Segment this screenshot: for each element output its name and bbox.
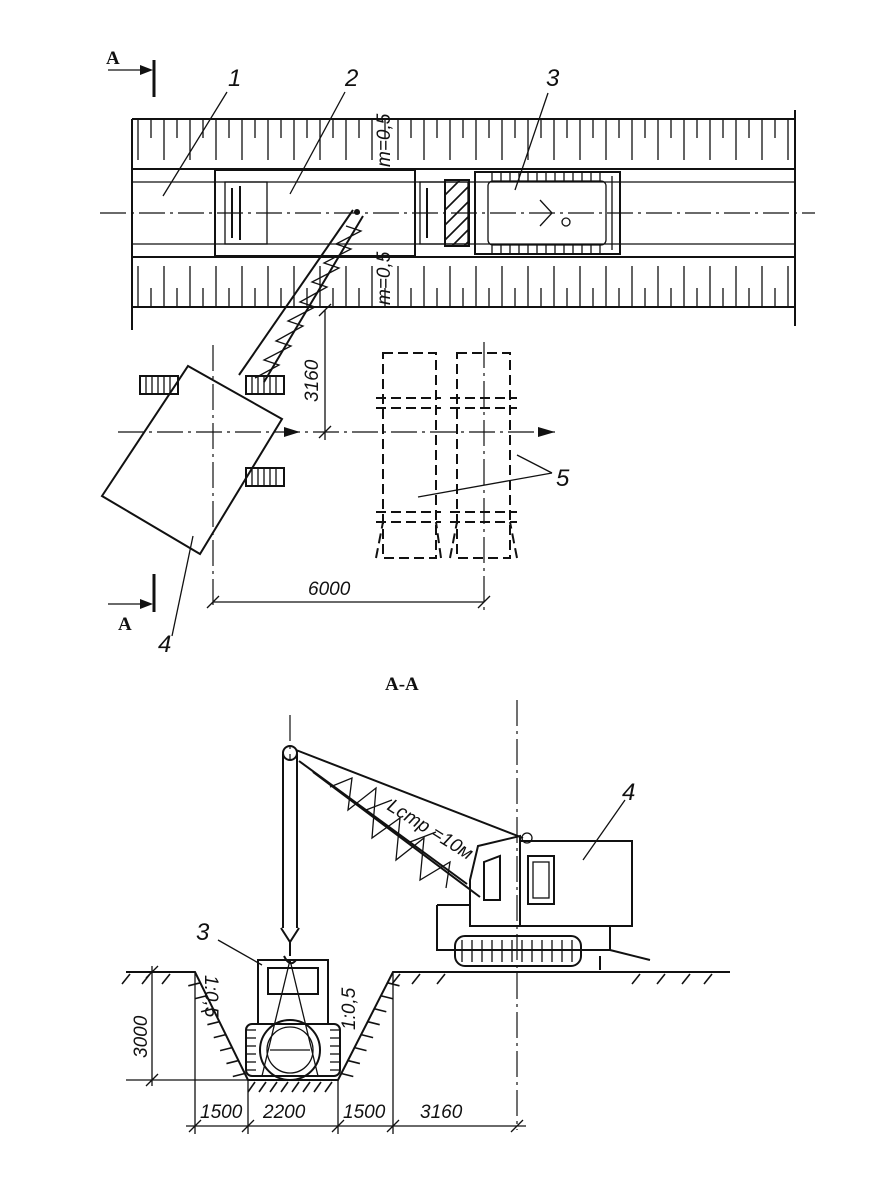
section-mark-bottom-label: A (118, 614, 132, 635)
section-title: А-А (385, 674, 419, 695)
dim-length: 6000 (206, 579, 491, 609)
hatch-line (380, 994, 394, 1000)
hatch-line (207, 1020, 220, 1026)
dim-offset-label: 3160 (302, 359, 323, 402)
plan-view: 3160 6000 m=0,5 m=0,5 A A (100, 48, 815, 658)
dim-chain-1: 1500 (200, 1102, 243, 1123)
hatch-line (354, 1046, 367, 1052)
hatch-line (367, 1020, 380, 1026)
trench-bottom-bank (132, 256, 795, 308)
callout-5: 5 (556, 465, 570, 492)
leader-3 (217, 939, 263, 966)
hatch-line (258, 1081, 267, 1093)
dim-chain-bottom: 1500 2200 1500 3160 (186, 972, 526, 1134)
dim-depth-label: 3000 (131, 1015, 152, 1058)
crane-section (436, 832, 651, 970)
hatch-line (681, 973, 691, 985)
hatch-line (232, 1072, 246, 1078)
hatch-line (374, 1007, 387, 1013)
slope-label-top: m=0,5 (374, 113, 395, 167)
hatch-line (247, 1081, 256, 1093)
hatch-line (200, 1007, 214, 1013)
hook-and-rope (280, 754, 300, 965)
hatch-line (347, 1059, 361, 1065)
hatch-line (341, 1072, 354, 1078)
hatch-line (360, 1033, 374, 1039)
section-view: Lстр =10м 1:0,5 1:0,5 3000 1500 2200 150… (121, 700, 730, 1134)
hatch-line (188, 982, 201, 987)
hatch-line (219, 1046, 233, 1052)
hatch-line (161, 973, 171, 985)
section-mark-bottom: A (108, 574, 156, 635)
hatch-line (226, 1059, 239, 1065)
pipe-machine-plan (474, 171, 621, 255)
slope-label-right: 1:0,5 (339, 987, 360, 1030)
hatch-line (291, 1081, 300, 1093)
pipe-machine-section (245, 959, 341, 1081)
hatch-line (194, 994, 207, 1000)
callout-3: 3 (546, 65, 560, 92)
section-mark-top-label: A (106, 48, 120, 69)
hatch-line (656, 973, 666, 985)
dim-chain-4: 3160 (420, 1102, 463, 1123)
callout-4: 4 (158, 631, 171, 658)
hatch-line (302, 1081, 311, 1093)
hatch-line (436, 973, 446, 985)
hatch-line (213, 1033, 226, 1039)
pipe-section (214, 169, 469, 257)
hatch-line (324, 1081, 333, 1093)
hatch-line (631, 973, 641, 985)
pipe-positions-dashed (375, 342, 518, 612)
dim-chain-2: 2200 (262, 1102, 306, 1123)
travel-arrow-1 (284, 427, 300, 437)
crane-boom-plan (238, 209, 364, 383)
dim-length-label: 6000 (308, 579, 351, 600)
dim-depth: 3000 (126, 965, 250, 1087)
travel-arrow-2 (538, 427, 555, 437)
crane-boom-section (282, 745, 524, 898)
callout-1: 1 (228, 65, 241, 92)
callout-2: 2 (344, 65, 358, 92)
hatch-line (121, 973, 131, 985)
pipe-joint-hatched (444, 179, 470, 247)
section-mark-top: A (106, 48, 156, 97)
hatch-line (269, 1081, 278, 1093)
dim-offset: 3160 (302, 303, 332, 440)
hatch-line (280, 1081, 289, 1093)
section-callout-4: 4 (622, 779, 635, 806)
plan-leaders (162, 91, 553, 637)
hatch-line (411, 973, 421, 985)
slope-label-bottom: m=0,5 (374, 251, 395, 305)
leader-4 (582, 799, 626, 861)
crane-plan (100, 364, 285, 556)
slope-label-left: 1:0,5 (200, 975, 221, 1018)
hatch-line (703, 973, 713, 985)
section-callout-3: 3 (196, 919, 210, 946)
dim-chain-3: 1500 (343, 1102, 386, 1123)
hatch-line (313, 1081, 322, 1093)
boom-length-label: Lстр =10м (383, 795, 476, 864)
